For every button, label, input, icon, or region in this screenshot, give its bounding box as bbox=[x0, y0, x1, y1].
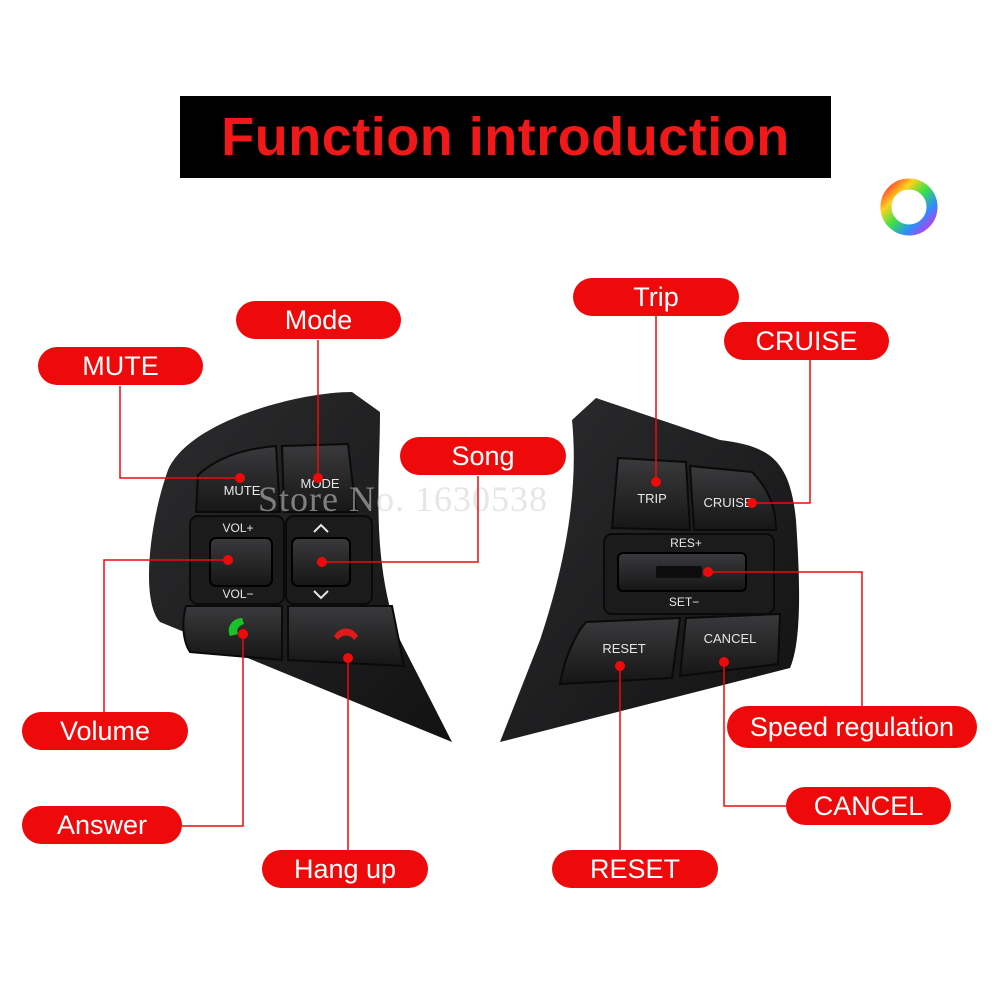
volume-callout: Volume bbox=[22, 712, 188, 750]
reset-callout: RESET bbox=[552, 850, 718, 888]
volume-leader-line bbox=[103, 559, 228, 712]
cancel-dot bbox=[719, 657, 729, 667]
mute-callout: MUTE bbox=[38, 347, 203, 385]
answer-callout: Answer bbox=[22, 806, 182, 844]
left-control-panel: MUTE MODE VOL+ VOL− bbox=[148, 392, 452, 742]
song-leader-line bbox=[322, 476, 479, 563]
trip-dot bbox=[651, 477, 661, 487]
store-watermark: Store No. 1630538 bbox=[258, 479, 548, 519]
speed-regulation-callout: Speed regulation bbox=[727, 706, 977, 748]
cruise-dot bbox=[747, 498, 757, 508]
cancel-leader-line bbox=[723, 662, 786, 807]
cancel-button-label: CANCEL bbox=[704, 631, 757, 646]
mode-dot bbox=[313, 473, 323, 483]
reset-button[interactable] bbox=[558, 616, 682, 686]
set-minus-label: SET− bbox=[669, 595, 699, 609]
right-control-panel: TRIP CRUISE RES+ SET− RESET CANCEL bbox=[500, 398, 800, 742]
chevron-up-icon bbox=[313, 523, 329, 533]
song-callout: Song bbox=[400, 437, 566, 475]
speed-regulation-dot bbox=[703, 567, 713, 577]
answer-dot bbox=[238, 629, 248, 639]
cancel-button[interactable] bbox=[678, 612, 782, 678]
speed-regulation-leader-line bbox=[708, 571, 863, 706]
answer-leader-line bbox=[182, 634, 244, 827]
trip-callout: Trip bbox=[573, 278, 739, 316]
cruise-button-label: CRUISE bbox=[703, 495, 752, 510]
song-dot bbox=[317, 557, 327, 567]
phone-answer-icon bbox=[228, 618, 244, 636]
hang-up-button[interactable] bbox=[287, 605, 406, 668]
reset-button-label: RESET bbox=[602, 641, 645, 656]
reset-dot bbox=[615, 661, 625, 671]
trip-button[interactable] bbox=[610, 456, 692, 532]
volume-rocker[interactable] bbox=[209, 537, 273, 587]
mute-dot bbox=[235, 473, 245, 483]
mute-leader-line bbox=[119, 386, 240, 479]
cruise-leader-line bbox=[752, 360, 811, 504]
volume-down-label: VOL− bbox=[222, 587, 253, 601]
volume-up-label: VOL+ bbox=[222, 521, 253, 535]
phone-hangup-icon bbox=[334, 628, 358, 640]
page-title: Function introduction bbox=[221, 107, 790, 167]
mute-button-label: MUTE bbox=[224, 483, 261, 498]
mode-button-label: MODE bbox=[301, 476, 340, 491]
color-wheel-icon bbox=[880, 178, 938, 236]
mode-callout: Mode bbox=[236, 301, 401, 339]
res-plus-label: RES+ bbox=[670, 536, 702, 550]
volume-dot bbox=[223, 555, 233, 565]
hang-up-callout: Hang up bbox=[262, 850, 428, 888]
title-banner: Function introduction bbox=[180, 96, 831, 178]
chevron-down-icon bbox=[313, 590, 329, 600]
trip-button-label: TRIP bbox=[637, 491, 667, 506]
hang-up-dot bbox=[343, 653, 353, 663]
cruise-callout: CRUISE bbox=[724, 322, 889, 360]
cancel-callout: CANCEL bbox=[786, 787, 951, 825]
speed-rocker-grip bbox=[656, 566, 702, 578]
